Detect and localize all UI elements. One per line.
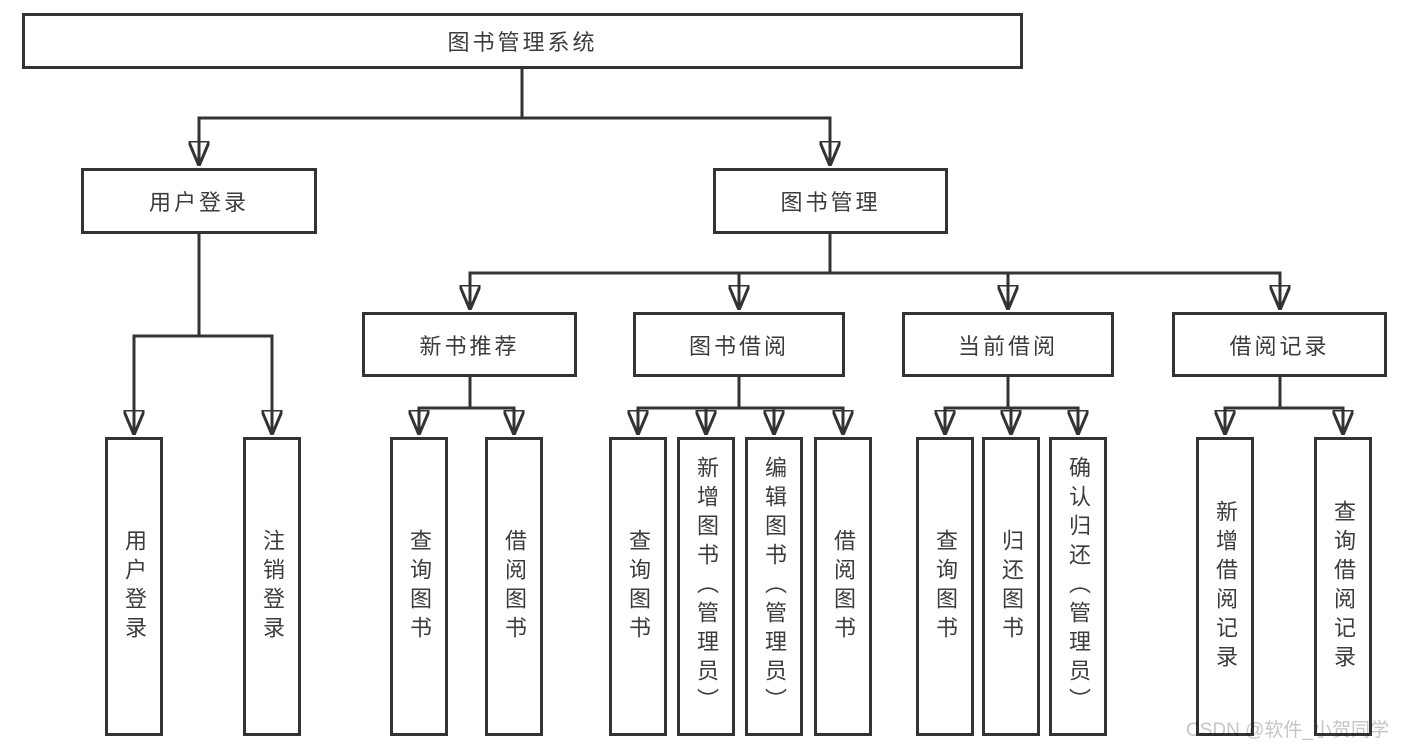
- node-new-book-recommend: 新书推荐: [362, 312, 577, 377]
- leaf-borrow-books: 借阅图书: [814, 437, 872, 736]
- node-user-login: 用户登录: [81, 168, 317, 234]
- leaf-add-borrow-record: 新增借阅记录: [1196, 437, 1254, 736]
- leaf-label: 归还图书: [999, 528, 1024, 645]
- leaf-label: 查询借阅记录: [1331, 499, 1356, 674]
- edge-current-borrowing-to-confirm-return: [1006, 377, 1078, 433]
- leaf-borrow-books-recommend: 借阅图书: [485, 437, 543, 736]
- leaf-query-books-borrowing: 查询图书: [609, 437, 667, 736]
- leaf-label: 查询图书: [626, 528, 651, 645]
- edge-book-management-to-borrowing-records: [828, 234, 1280, 308]
- edge-user-login-to-leaf-logout: [197, 234, 272, 433]
- node-book-borrowing: 图书借阅: [633, 312, 845, 377]
- leaf-label: 借阅图书: [502, 528, 527, 645]
- leaf-edit-books-admin: 编辑图书（管理员）: [745, 437, 803, 736]
- leaf-label: 注销登录: [260, 528, 285, 645]
- node-current-borrowing: 当前借阅: [902, 312, 1114, 377]
- edge-borrowing-records-to-query-record: [1278, 377, 1343, 433]
- edge-root-to-user-login: [199, 69, 524, 164]
- leaf-label: 查询图书: [933, 528, 958, 645]
- leaf-return-books: 归还图书: [982, 437, 1040, 736]
- leaf-label: 用户登录: [122, 528, 147, 645]
- leaf-label: 查询图书: [407, 528, 432, 645]
- leaf-query-borrow-record: 查询借阅记录: [1314, 437, 1372, 736]
- leaf-confirm-return-admin: 确认归还（管理员）: [1049, 437, 1107, 736]
- leaf-logout: 注销登录: [243, 437, 301, 736]
- edge-book-borrowing-to-add-books: [706, 377, 741, 433]
- node-library-system: 图书管理系统: [22, 13, 1023, 69]
- edge-root-to-book-management: [520, 69, 830, 164]
- edge-book-borrowing-to-borrow-books: [737, 377, 843, 433]
- leaf-query-books-recommend: 查询图书: [390, 437, 448, 736]
- leaf-query-books-current: 查询图书: [916, 437, 974, 736]
- node-borrowing-records: 借阅记录: [1172, 312, 1387, 377]
- edge-user-login-to-leaf-user-login: [134, 234, 201, 433]
- node-book-management: 图书管理: [713, 168, 948, 234]
- edge-new-book-recommend-to-query-books: [419, 377, 472, 433]
- edge-book-management-to-current-borrowing: [828, 234, 1008, 308]
- edge-book-management-to-new-book-recommend: [470, 234, 832, 308]
- edge-book-management-to-book-borrowing: [739, 234, 832, 308]
- leaf-label: 新增借阅记录: [1213, 499, 1238, 674]
- leaf-add-books-admin: 新增图书（管理员）: [677, 437, 735, 736]
- edge-book-borrowing-to-edit-books: [737, 377, 774, 433]
- edge-current-borrowing-to-query-books: [945, 377, 1010, 433]
- edge-new-book-recommend-to-borrow-books: [468, 377, 514, 433]
- leaf-label: 新增图书（管理员）: [694, 456, 719, 717]
- leaf-user-login: 用户登录: [105, 437, 163, 736]
- edge-borrowing-records-to-add-record: [1225, 377, 1282, 433]
- leaf-label: 编辑图书（管理员）: [762, 456, 787, 717]
- edge-current-borrowing-to-return-books: [1008, 377, 1011, 433]
- leaf-label: 借阅图书: [831, 528, 856, 645]
- csdn-watermark: CSDN @软件_小贺同学: [1186, 720, 1389, 741]
- edge-book-borrowing-to-query-books: [638, 377, 741, 433]
- leaf-label: 确认归还（管理员）: [1066, 456, 1091, 717]
